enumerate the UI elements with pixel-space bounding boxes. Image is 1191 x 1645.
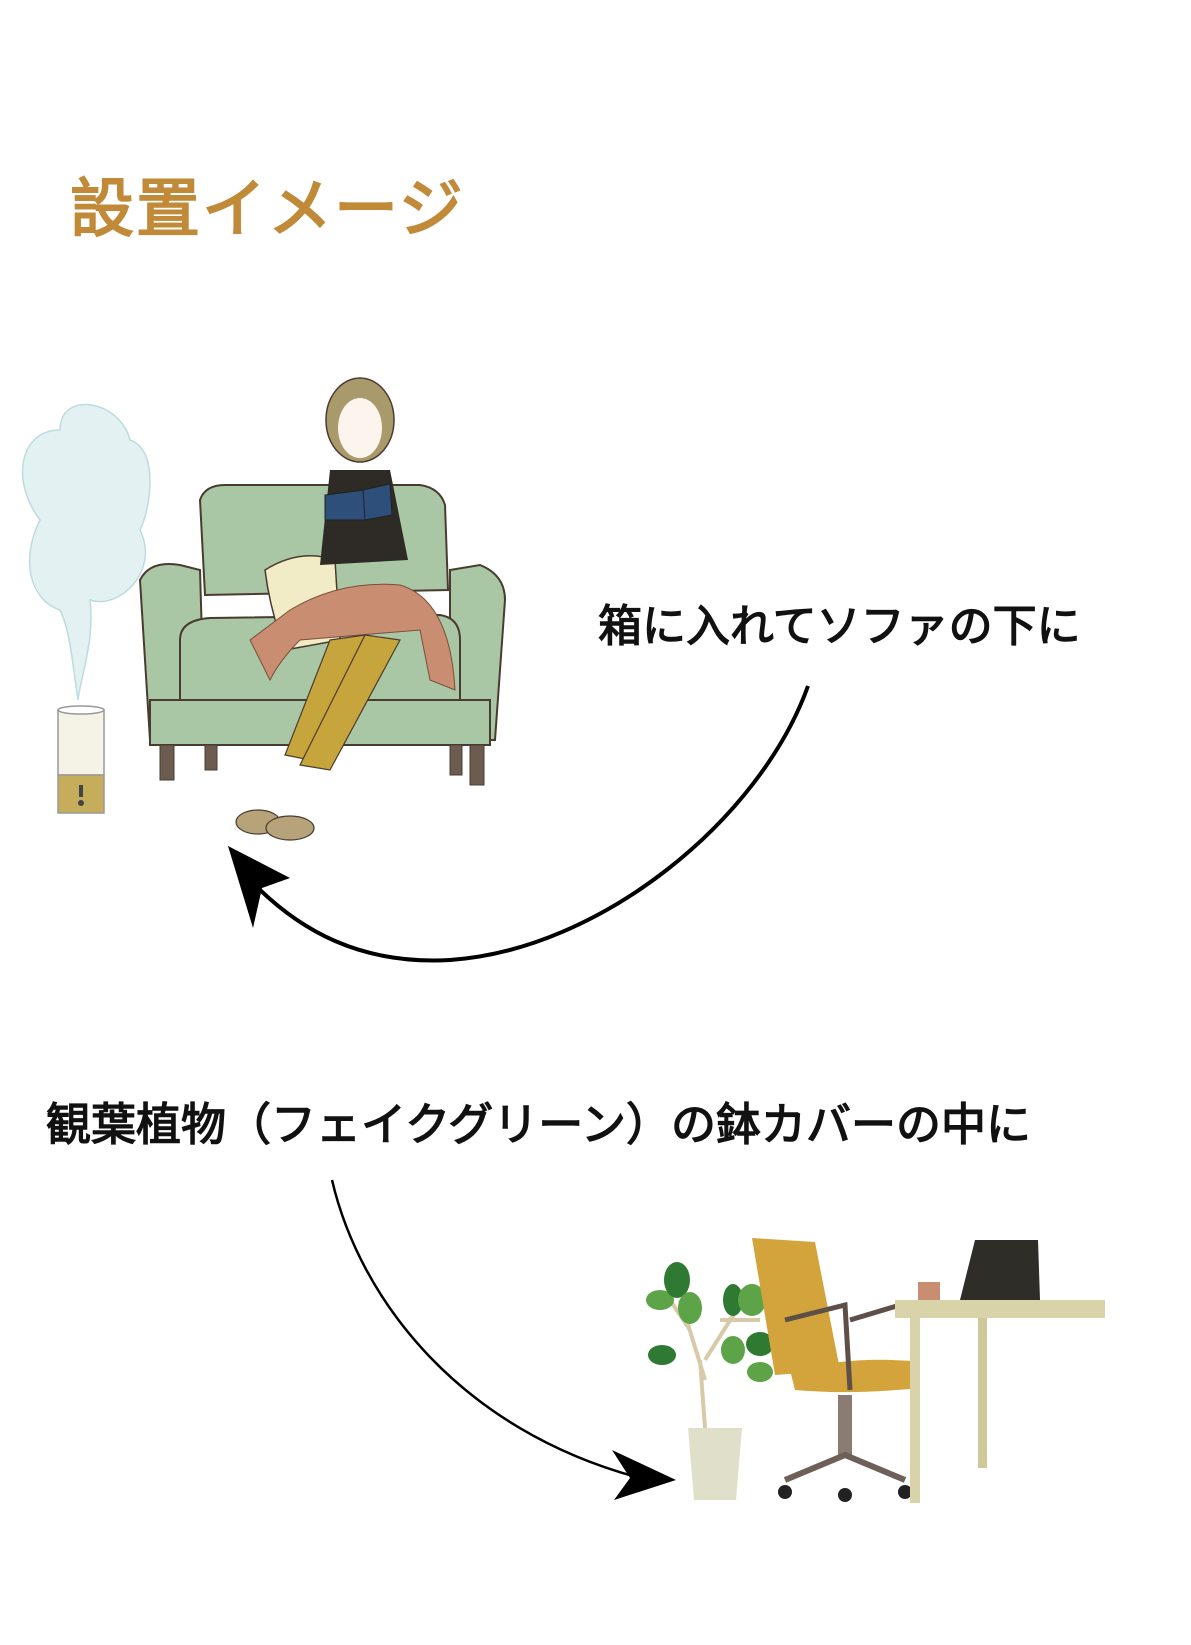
caption-plant: 観葉植物（フェイクグリーン）の鉢カバーの中に (46, 1098, 1032, 1151)
plant-pot-icon (646, 1262, 774, 1500)
office-chair-icon (752, 1238, 920, 1502)
arrow-to-plant-icon (330, 1179, 676, 1500)
caption-sofa: 箱に入れてソファの下に (598, 601, 1081, 652)
desk-laptop-illustration (895, 1240, 1105, 1503)
arrow-to-sofa-icon (228, 685, 810, 963)
humidifier-icon (21, 403, 151, 814)
sofa-woman-reading-illustration (138, 377, 507, 841)
page-title: 設置イメージ (70, 172, 465, 247)
